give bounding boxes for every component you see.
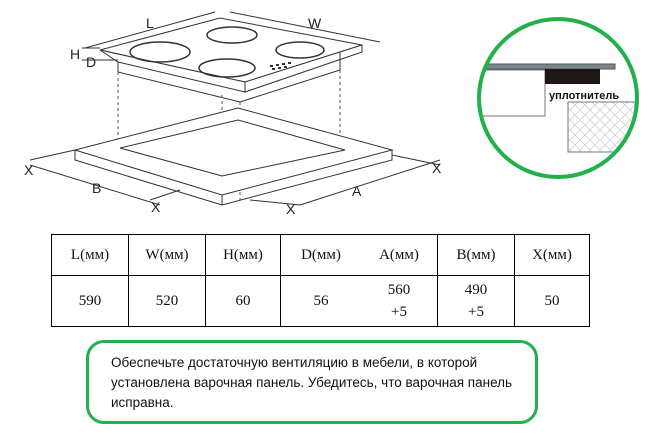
label-B: B — [92, 180, 101, 196]
label-H: H — [70, 46, 80, 62]
seal-detail-circle: уплотнитель — [477, 17, 639, 179]
header-X: X(мм) — [514, 234, 590, 276]
label-X-bottom-left: X — [151, 199, 161, 215]
header-B: B(мм) — [437, 234, 515, 276]
header-D: D(мм) — [280, 234, 361, 276]
value-B: 490+5 — [437, 275, 515, 327]
dimensions-table: L(мм) W(мм) H(мм) D(мм) A(мм) B(мм) X(мм… — [51, 234, 590, 327]
header-H: H(мм) — [205, 234, 281, 276]
value-L: 590 — [51, 275, 129, 327]
installation-diagram: L W H D X B X X A X — [24, 11, 442, 217]
label-X-left: X — [24, 162, 34, 178]
value-A: 560+5 — [361, 275, 438, 327]
value-W: 520 — [128, 275, 206, 327]
value-X: 50 — [514, 275, 590, 327]
seal-label: уплотнитель — [549, 90, 619, 102]
label-D: D — [86, 54, 96, 70]
header-L: L(мм) — [51, 234, 129, 276]
value-D: 56 — [280, 275, 361, 327]
header-A: A(мм) — [361, 234, 438, 276]
ventilation-note: Обеспечьте достаточную вентиляцию в мебе… — [86, 340, 538, 424]
cutout-frame — [29, 107, 441, 206]
label-L: L — [146, 15, 154, 31]
hob-drawing — [82, 11, 381, 103]
label-W: W — [308, 15, 322, 31]
label-X-right: X — [432, 160, 442, 176]
label-X-bottom: X — [286, 201, 296, 217]
value-H: 60 — [205, 275, 281, 327]
label-A: A — [352, 183, 362, 199]
header-W: W(мм) — [128, 234, 206, 276]
